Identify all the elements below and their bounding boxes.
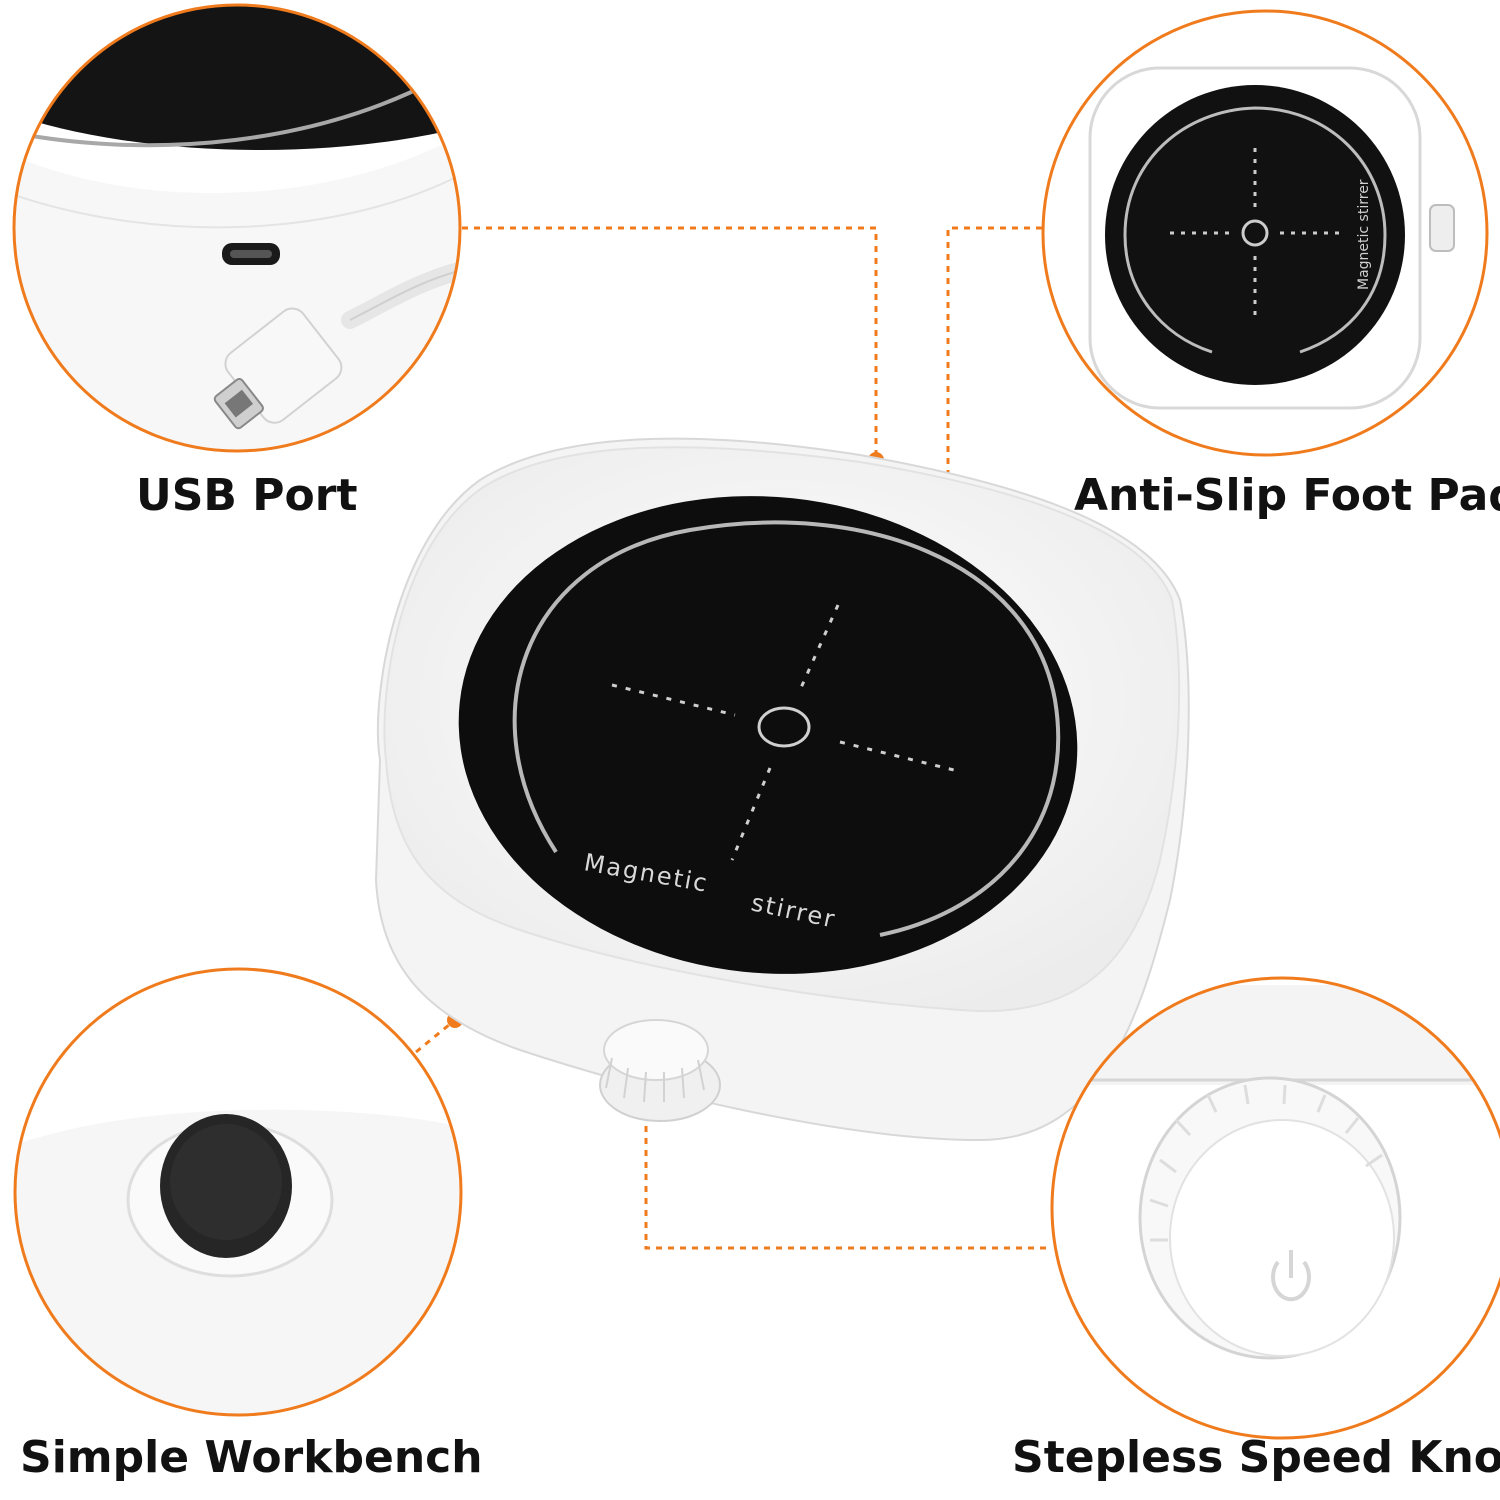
mini-knob [1429, 204, 1455, 252]
speed-knob-label: Stepless Speed Knob [1012, 1432, 1500, 1483]
leader-bench [415, 1018, 456, 1054]
main-stirrer: Magnetic stirrer [374, 437, 1190, 1142]
speed-knob-detail [1052, 978, 1500, 1438]
top-view-detail: Magnetic stirrer [1043, 11, 1487, 455]
workbench-label: Simple Workbench [20, 1432, 483, 1483]
plate-center-circle [757, 706, 811, 748]
foot-pad-detail [15, 969, 461, 1415]
leader-knob [644, 1102, 1052, 1250]
leader-usb [462, 226, 878, 460]
usb-port-detail [14, 5, 460, 451]
mini-plate [1105, 85, 1405, 385]
plate-ring [512, 520, 1061, 937]
stirring-plate [458, 496, 1078, 974]
usb-port-label: USB Port [136, 470, 358, 521]
power-symbol-icon [1271, 1250, 1311, 1302]
usb-plug-icon [213, 307, 343, 430]
plate-crosshair [611, 604, 963, 861]
main-speed-knob [599, 1019, 721, 1122]
mini-plate-label: Magnetic stirrer [1356, 179, 1372, 290]
anti-slip-pad-label: Anti-Slip Foot Pad [1074, 470, 1500, 521]
